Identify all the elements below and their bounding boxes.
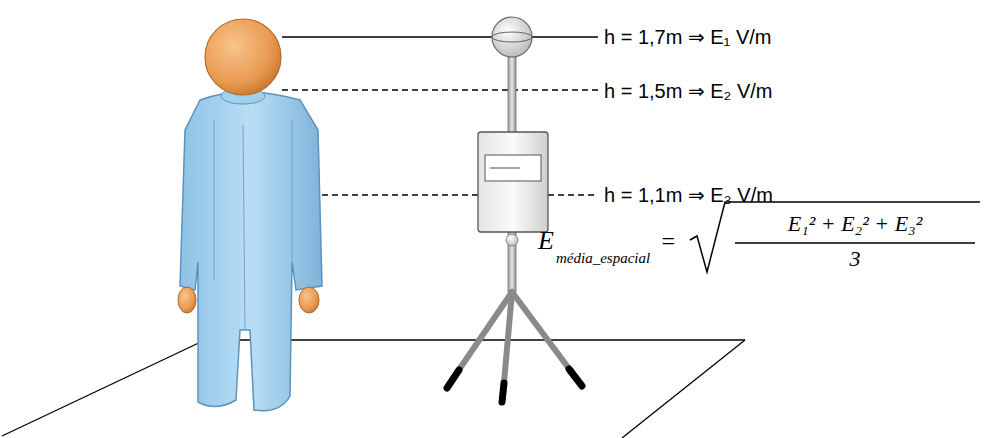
- field-meter: [447, 17, 582, 402]
- floor: [2, 340, 745, 438]
- person-figure: [178, 19, 322, 411]
- formula-subscript: média_espacial: [556, 246, 650, 270]
- formula-radical: [690, 202, 980, 272]
- height-lines: [282, 37, 598, 195]
- formula-denominator: 3: [850, 247, 861, 271]
- height-label: h = 1,7m ⇒ E₁ V/m: [604, 25, 771, 49]
- formula-operator: =: [660, 229, 676, 253]
- height-label: h = 1,5m ⇒ E₂ V/m: [604, 79, 772, 103]
- formula-symbol: E: [538, 229, 554, 253]
- formula-numerator: E₁² + E₂² + E₃²: [788, 212, 923, 236]
- height-label: h = 1,1m ⇒ E₃ V/m: [604, 183, 773, 207]
